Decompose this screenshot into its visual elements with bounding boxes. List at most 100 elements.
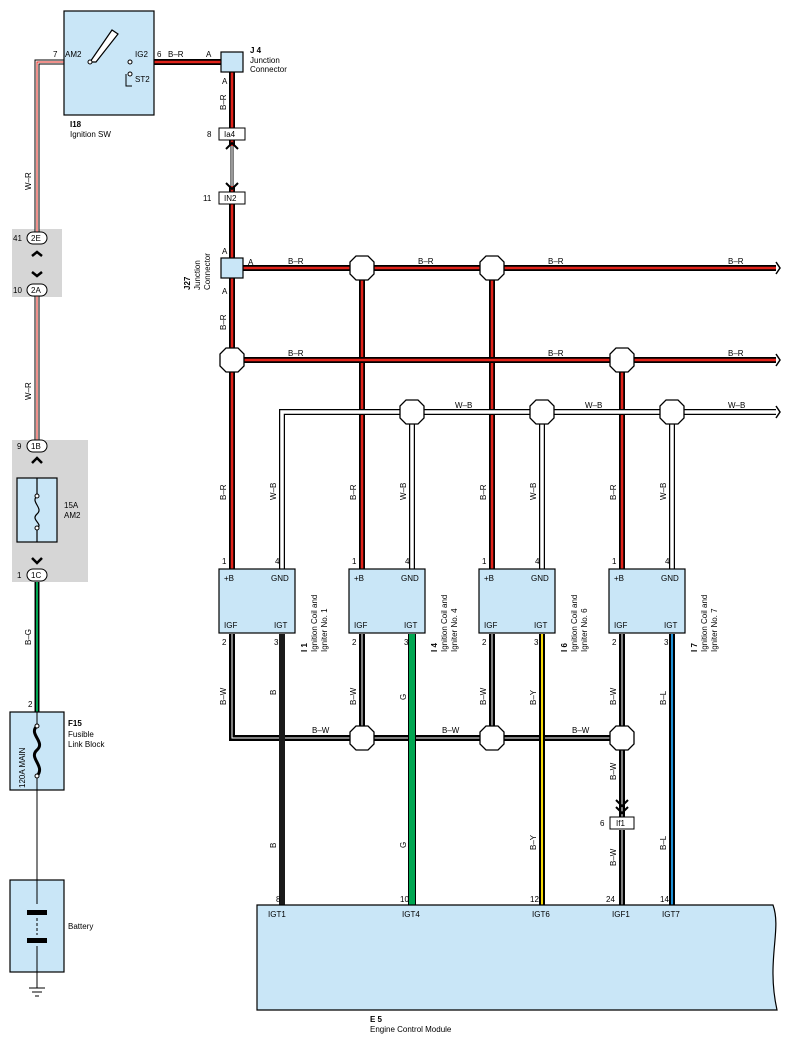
label-st2: ST2 xyxy=(135,75,150,84)
connector-1c: 1C 1 xyxy=(17,568,48,582)
svg-text:+B: +B xyxy=(224,574,234,583)
pin-ig2: 6 xyxy=(157,50,162,59)
svg-text:+B: +B xyxy=(614,574,624,583)
svg-text:B–W: B–W xyxy=(442,726,460,735)
svg-text:Connector: Connector xyxy=(203,253,212,290)
coil-i7: 1 4 +B GND IGF IGT 2 3 I 7 Ignition Coil… xyxy=(608,557,719,652)
svg-text:B–R: B–R xyxy=(219,484,228,500)
junction-connector-j4: A A J 4 Junction Connector xyxy=(206,46,287,86)
svg-text:6: 6 xyxy=(600,819,605,828)
svg-text:9: 9 xyxy=(17,442,22,451)
engine-control-module: 8 10 12 24 14 IGT1 IGT4 IGT6 IGF1 IGT7 E… xyxy=(256,895,778,1034)
svg-text:B–W: B–W xyxy=(572,726,590,735)
svg-text:4: 4 xyxy=(665,557,670,566)
svg-text:1: 1 xyxy=(612,557,617,566)
battery: Battery xyxy=(9,879,93,973)
svg-text:+B: +B xyxy=(354,574,364,583)
svg-text:Ignition Coil and: Ignition Coil and xyxy=(700,595,709,652)
pin-j27-a-right: A xyxy=(248,258,254,267)
wire-b-r-bus-upper xyxy=(232,265,776,574)
svg-text:2E: 2E xyxy=(31,234,41,243)
connector-if1: If1 6 xyxy=(600,816,635,830)
svg-text:2: 2 xyxy=(222,638,227,647)
label-ig2: IG2 xyxy=(135,50,148,59)
pin-j4-a-in: A xyxy=(206,50,212,59)
svg-text:B–Y: B–Y xyxy=(529,689,538,705)
svg-text:B–W: B–W xyxy=(312,726,330,735)
svg-text:W–B: W–B xyxy=(455,401,472,410)
pin-j4-a-out: A xyxy=(222,77,228,86)
label-am2: AM2 xyxy=(65,50,82,59)
svg-text:2: 2 xyxy=(28,700,33,709)
svg-text:IGF: IGF xyxy=(614,621,627,630)
ignition-switch: AM2 IG2 ST2 7 6 I18 Ignition SW xyxy=(53,10,162,139)
pin-j27-a-bottom: A xyxy=(222,287,228,296)
svg-text:IGT: IGT xyxy=(534,621,547,630)
wire-label-bg: B–G xyxy=(24,629,33,645)
svg-text:1: 1 xyxy=(352,557,357,566)
svg-text:8: 8 xyxy=(207,130,212,139)
svg-text:IGT1: IGT1 xyxy=(268,910,286,919)
svg-text:10: 10 xyxy=(13,286,22,295)
svg-text:1: 1 xyxy=(222,557,227,566)
svg-text:Ignition Coil and: Ignition Coil and xyxy=(570,595,579,652)
wire-b-w-bus xyxy=(229,634,625,905)
svg-text:B–R: B–R xyxy=(479,484,488,500)
ref-j27: J27 xyxy=(183,276,192,290)
svg-text:IGF: IGF xyxy=(484,621,497,630)
connector-ia4: Ia4 8 xyxy=(207,127,246,141)
svg-text:Fusible: Fusible xyxy=(68,730,94,739)
svg-text:IGF: IGF xyxy=(224,621,237,630)
svg-text:GND: GND xyxy=(661,574,679,583)
svg-text:IGT: IGT xyxy=(404,621,417,630)
wire-label-br-j4: B–R xyxy=(219,94,228,110)
svg-text:B–W: B–W xyxy=(609,687,618,705)
svg-text:14: 14 xyxy=(660,895,669,904)
svg-text:B: B xyxy=(269,690,278,695)
svg-text:11: 11 xyxy=(203,194,212,203)
svg-text:3: 3 xyxy=(274,638,279,647)
svg-text:I 1: I 1 xyxy=(300,643,309,652)
svg-text:Igniter No. 6: Igniter No. 6 xyxy=(580,608,589,652)
svg-text:IGT: IGT xyxy=(664,621,677,630)
svg-text:B–R: B–R xyxy=(349,484,358,500)
svg-text:8: 8 xyxy=(276,895,281,904)
svg-text:B–R: B–R xyxy=(288,257,304,266)
svg-text:B–R: B–R xyxy=(728,257,744,266)
name-ignition-sw: Ignition SW xyxy=(70,130,111,139)
svg-text:3: 3 xyxy=(534,638,539,647)
svg-text:W–B: W–B xyxy=(728,401,745,410)
svg-text:1: 1 xyxy=(17,571,22,580)
wire-w-r-left xyxy=(34,59,64,446)
splice-nodes xyxy=(219,255,685,751)
svg-text:4: 4 xyxy=(275,557,280,566)
svg-text:Igniter No. 1: Igniter No. 1 xyxy=(320,608,329,652)
svg-text:I 7: I 7 xyxy=(690,643,699,652)
wire-b-r-bus-lower xyxy=(232,357,776,574)
svg-text:Link Block: Link Block xyxy=(68,740,105,749)
svg-text:120A MAIN: 120A MAIN xyxy=(18,747,27,788)
ground-icon xyxy=(29,987,45,997)
svg-text:B–L: B–L xyxy=(659,835,668,850)
svg-text:IGT4: IGT4 xyxy=(402,910,420,919)
svg-text:15A: 15A xyxy=(64,501,79,510)
svg-text:Engine Control Module: Engine Control Module xyxy=(370,1025,452,1034)
svg-text:Ignition Coil and: Ignition Coil and xyxy=(440,595,449,652)
fusible-link-block: 120A MAIN 2 F15 Fusible Link Block xyxy=(9,700,105,791)
svg-text:IGT7: IGT7 xyxy=(662,910,680,919)
svg-text:F15: F15 xyxy=(68,719,82,728)
svg-text:GND: GND xyxy=(531,574,549,583)
svg-text:2A: 2A xyxy=(31,286,41,295)
svg-text:2: 2 xyxy=(482,638,487,647)
svg-text:2: 2 xyxy=(352,638,357,647)
svg-text:3: 3 xyxy=(404,638,409,647)
svg-text:G: G xyxy=(399,694,408,700)
svg-text:GND: GND xyxy=(401,574,419,583)
coil-i6: 1 4 +B GND IGF IGT 2 3 I 6 Ignition Coil… xyxy=(478,557,589,652)
svg-text:Ignition Coil and: Ignition Coil and xyxy=(310,595,319,652)
svg-text:B–R: B–R xyxy=(288,349,304,358)
connector-2e: 2E 41 xyxy=(13,231,48,245)
ref-j4: J 4 xyxy=(250,46,262,55)
connector-1b: 1B 9 xyxy=(17,439,48,453)
coil-i4: 1 4 +B GND IGF IGT 2 3 I 4 Ignition Coil… xyxy=(348,557,459,652)
